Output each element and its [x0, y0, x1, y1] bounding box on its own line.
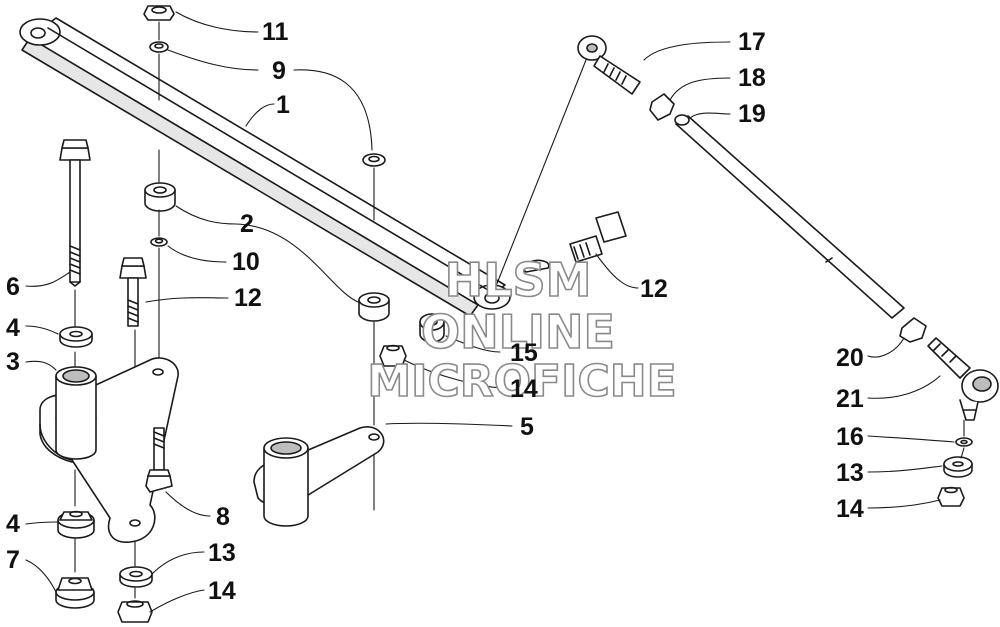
callout-7: 7	[6, 546, 20, 574]
tie-rod-tube-19	[674, 114, 905, 319]
bolt-12-right	[522, 211, 627, 273]
callout-19: 19	[738, 100, 766, 128]
callout-17: 17	[738, 28, 766, 56]
washer-13-right	[943, 456, 973, 478]
callout-21: 21	[836, 385, 864, 413]
callout-5: 5	[520, 413, 534, 441]
leader-lines	[25, 11, 955, 613]
drag-link-arm	[19, 17, 511, 317]
callout-11: 11	[262, 18, 289, 46]
callout-14-middle: 14	[510, 375, 538, 403]
watermark-line-3: MICROFICHE	[367, 356, 676, 407]
lock-nut-14-middle	[379, 344, 407, 367]
flange-nut-7	[55, 577, 95, 609]
lock-nut-14-left	[117, 600, 153, 623]
pivot-bracket-3	[39, 357, 179, 543]
washer-13-left	[119, 566, 153, 588]
callout-9: 9	[272, 57, 286, 85]
callout-18: 18	[738, 64, 766, 92]
callout-16: 16	[836, 423, 864, 451]
callout-12-right: 12	[640, 275, 668, 303]
bolt-12-left	[119, 257, 147, 327]
pitman-arm-5	[253, 426, 385, 527]
callout-14-right: 14	[836, 495, 864, 523]
centerlines-left	[74, 21, 375, 599]
jam-nut-20	[899, 317, 927, 343]
flange-nut-4-lower	[57, 510, 95, 539]
callout-6: 6	[6, 273, 20, 301]
assembly-lines	[495, 59, 965, 459]
callout-14-left: 14	[208, 577, 236, 605]
lock-nut-14-right	[937, 486, 965, 507]
watermark: HLSM ONLINE MICROFICHE	[367, 252, 678, 408]
washer-10	[150, 237, 168, 247]
callout-13-left: 13	[208, 539, 236, 567]
callout-15: 15	[510, 339, 538, 367]
bushing-15	[419, 313, 445, 343]
bushing-2	[144, 182, 390, 322]
callout-4-lower: 4	[6, 510, 20, 538]
tie-rod-end-21	[927, 337, 999, 421]
callout-13-right: 13	[836, 459, 864, 487]
washer-16	[955, 437, 973, 447]
callout-20: 20	[836, 344, 864, 372]
bolt-6	[59, 139, 91, 287]
washer-4-upper	[59, 326, 93, 348]
callout-1: 1	[276, 91, 290, 119]
shoulder-bolt-8	[145, 427, 173, 493]
callouts: 11 9 1 17 18 19 2 10 12 12 6 4 3 15 14 5…	[6, 18, 864, 605]
callout-10: 10	[232, 248, 260, 276]
jam-nut-18	[649, 93, 675, 121]
callout-2: 2	[240, 210, 254, 238]
callout-4-upper: 4	[6, 314, 20, 342]
washer-9	[149, 41, 386, 167]
watermark-line-2: ONLINE	[421, 305, 615, 359]
nut-11	[143, 5, 175, 21]
callout-12-left: 12	[234, 284, 262, 312]
watermark-line-1: HLSM	[445, 253, 592, 307]
callout-3: 3	[6, 348, 20, 376]
callout-8: 8	[216, 503, 230, 531]
tie-rod-end-17	[577, 35, 641, 95]
